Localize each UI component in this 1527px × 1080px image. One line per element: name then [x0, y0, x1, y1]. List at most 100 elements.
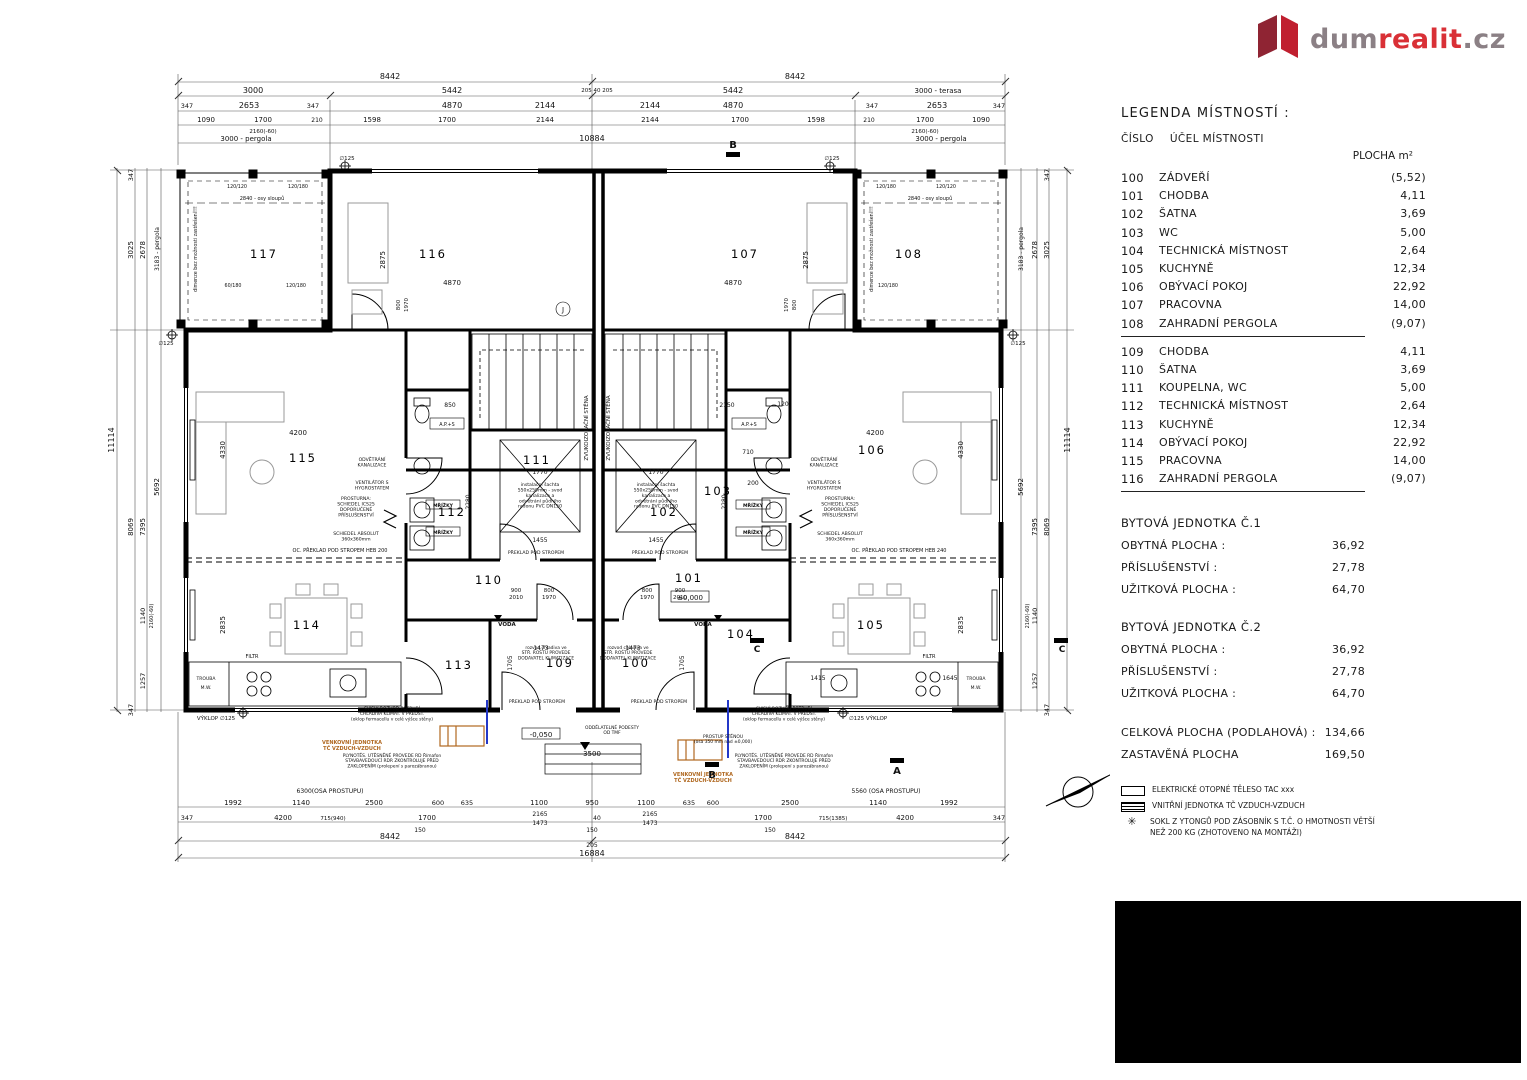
dim-label: 3025	[127, 241, 135, 259]
dim-label: 150	[414, 827, 426, 834]
plan-annotation: PŘEKLAD POD STROPEM	[632, 548, 688, 556]
room-area: 14,00	[1393, 298, 1426, 312]
dim-label: 3000	[243, 86, 263, 95]
room-label: 108	[895, 247, 923, 261]
dim-label: 347	[993, 814, 1005, 822]
dim-label: 1700	[754, 814, 772, 822]
dim-label: 5560 (OSA PROSTUPU)	[852, 788, 921, 795]
dim-label: 2280	[465, 494, 472, 509]
room-area: 2,64	[1400, 399, 1426, 413]
room-name: TECHNICKÁ MÍSTNOST	[1159, 243, 1289, 257]
legend-title: LEGENDA MÍSTNOSTÍ :	[1121, 106, 1290, 121]
symbol-row: VNITŘNÍ JEDNOTKA TČ VZDUCH-VZDUCH	[1121, 801, 1376, 813]
dim-label: 2010	[509, 595, 523, 601]
plan-annotation: 60/180	[225, 283, 242, 289]
room-name: KOUPELNA, WC	[1159, 381, 1247, 395]
summary-label: OBYTNÁ PLOCHA :	[1121, 643, 1226, 657]
furniture	[195, 202, 992, 655]
legend-separator	[1121, 335, 1365, 337]
plan-annotation: A.P.+S	[741, 422, 756, 428]
plan-annotation: ∅125	[158, 341, 174, 347]
summary-row: UŽITKOVÁ PLOCHA :64,70	[1121, 687, 1365, 700]
plan-annotation: ∅125 VÝKLOP	[849, 715, 888, 722]
dim-label: 1970	[542, 595, 556, 601]
dim-label: 3000 - terasa	[915, 87, 962, 95]
total-label: CELKOVÁ PLOCHA (PODLAHOVÁ) :	[1121, 726, 1316, 740]
pergola-right	[852, 169, 1008, 329]
room-label: 110	[475, 573, 503, 587]
dim-label: 1992	[224, 799, 242, 807]
dim-label: 2280	[721, 494, 728, 509]
logo[interactable]: dumrealit.cz	[1256, 14, 1506, 64]
plan-annotation: PŘEKLAD POD STROPEM	[631, 697, 687, 705]
legend-room-row: 103 WC 5,00	[1121, 224, 1426, 242]
dim-label: 210	[863, 117, 875, 124]
dim-label: 800	[642, 588, 653, 594]
dim-label: 1992	[940, 799, 958, 807]
room-label: 100	[622, 656, 650, 670]
total-value: 169,50	[1324, 748, 1365, 762]
dim-label: 3025	[1043, 241, 1051, 259]
room-name: KUCHYNĚ	[1159, 262, 1214, 276]
dumrealit-logo-icon	[1258, 15, 1298, 58]
dim-label: 2875	[379, 251, 387, 269]
dim-label: 950	[585, 799, 598, 807]
dim-label: 800	[792, 299, 798, 310]
summary-label: PŘÍSLUŠENSTVÍ :	[1121, 561, 1218, 575]
summary-value: 27,78	[1332, 561, 1365, 575]
dim-label: 2160(-60)	[1025, 604, 1031, 629]
legend-room-row: 113 KUCHYNĚ 12,34	[1121, 416, 1426, 434]
dim-label: 347	[127, 169, 135, 181]
room-name: OBÝVACÍ POKOJ	[1159, 280, 1248, 294]
total-row: CELKOVÁ PLOCHA (PODLAHOVÁ) :134,66	[1121, 726, 1365, 739]
dim-label: 2678	[1031, 241, 1039, 259]
dim-label: 1140	[1031, 608, 1039, 625]
logo-part-cz: .cz	[1462, 23, 1506, 55]
unit1-title: BYTOVÁ JEDNOTKA Č.1	[1121, 516, 1262, 531]
legend-room-row: 102 ŠATNA 3,69	[1121, 205, 1426, 223]
dim-label: 5692	[1017, 478, 1025, 496]
plan-annotation: -0,050	[530, 731, 553, 739]
dim-label: 2010	[673, 595, 687, 601]
legend-room-row: 111 KOUPELNA, WC 5,00	[1121, 379, 1426, 397]
plan-annotation: 120/120	[936, 184, 956, 190]
dim-label: 205 40 205	[581, 88, 613, 94]
column-header-purpose: ÚČEL MÍSTNOSTI	[1169, 133, 1264, 145]
room-label: 114	[293, 618, 321, 632]
dim-label: 1090	[197, 116, 215, 124]
dim-label: 4200	[289, 429, 307, 437]
plan-annotation: MŘÍŽKY	[433, 501, 454, 509]
plan-annotation: ZVUKOIZOLAČNÍ STĚNA	[582, 395, 590, 461]
asterisk-symbol-icon: ✳	[1127, 815, 1137, 829]
section-markers	[705, 152, 1068, 767]
beam-lines	[186, 557, 1001, 563]
plan-annotation: 2840 - osy sloupů	[908, 195, 953, 202]
dim-label: 4870	[723, 101, 743, 110]
dim-label: 5442	[442, 86, 462, 95]
plan-annotation: ∅125	[824, 156, 840, 162]
unit2-title: BYTOVÁ JEDNOTKA Č.2	[1121, 620, 1262, 635]
column-header-number: ČÍSLO	[1121, 133, 1154, 145]
dim-label: 1700	[916, 116, 934, 124]
dim-label: 7395	[1031, 518, 1039, 536]
plan-annotation: dimenze bez možnosti zastřešení!!!	[192, 206, 199, 292]
plan-annotation: VODA	[498, 622, 516, 628]
symbol-row: ✳ SOKL Z YTONGŮ POD ZÁSOBNÍK S T.Č. O HM…	[1121, 815, 1376, 837]
dim-label: 1455	[648, 537, 663, 544]
room-area: 4,11	[1400, 189, 1426, 203]
room-label: 104	[727, 627, 755, 641]
room-number: 107	[1121, 298, 1144, 313]
north-compass	[1045, 774, 1110, 808]
dim-label: 347	[993, 102, 1005, 110]
legend-room-row: 108 ZAHRADNÍ PERGOLA (9,07)	[1121, 315, 1426, 333]
